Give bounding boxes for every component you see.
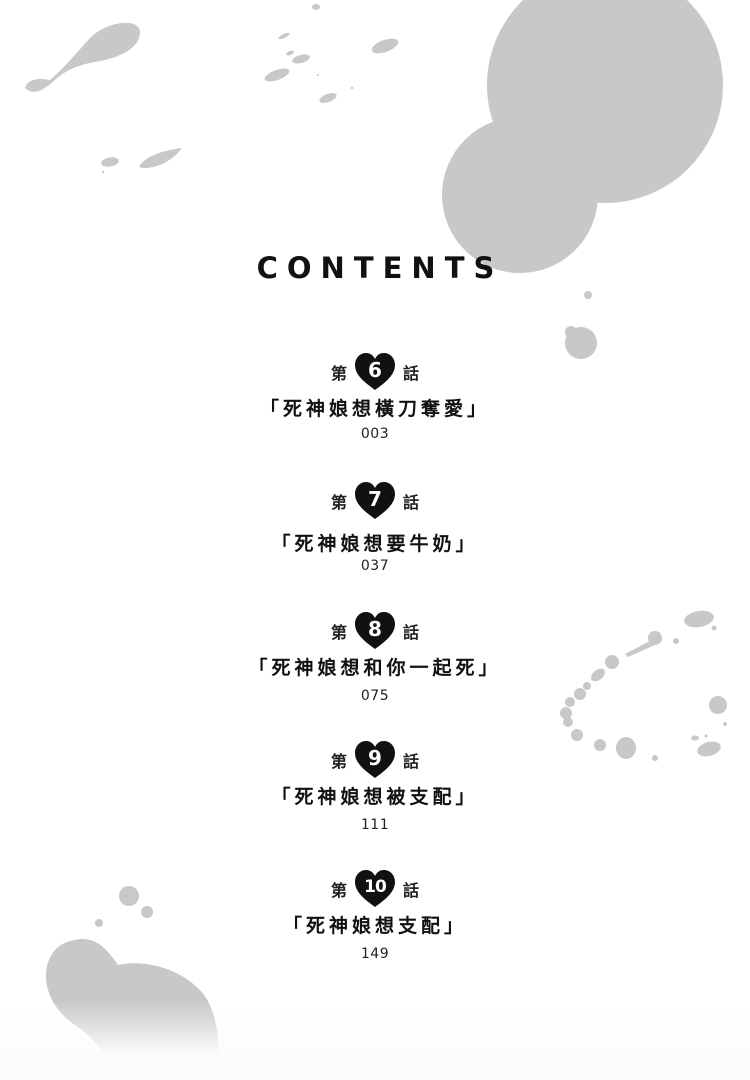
chapter-number-line: 第 9 話 [0,740,750,780]
chapter-page-number: 003 [360,426,390,442]
chapter-suffix: 話 [403,623,420,642]
heart-icon: 10 [353,869,397,909]
chapter-number: 10 [364,877,387,897]
chapter-title: 「死神娘想和你一起死」 [248,657,502,679]
chapter-page-number: 111 [360,817,390,833]
chapter-suffix: 話 [403,364,420,383]
chapter-title: 「死神娘想要牛奶」 [271,533,479,555]
chapter-entry[interactable]: 第 6 話 「死神娘想橫刀奪愛」 003 [0,352,750,442]
chapter-number: 6 [368,358,382,382]
chapter-prefix: 第 [330,364,347,383]
chapter-page-number: 037 [360,558,390,574]
chapter-suffix: 話 [403,752,420,771]
chapter-title: 「死神娘想橫刀奪愛」 [259,398,490,420]
chapter-prefix: 第 [330,623,347,642]
heart-icon: 6 [353,352,397,392]
page-title: CONTENTS [256,251,504,286]
chapter-title: 「死神娘想被支配」 [271,786,479,808]
chapter-entry[interactable]: 第 10 話 「死神娘想支配」 149 [0,869,750,962]
heart-icon: 7 [353,481,397,521]
chapter-number-line: 第 7 話 [0,481,750,521]
heart-icon: 8 [353,611,397,651]
chapter-number-line: 第 10 話 [0,869,750,909]
chapter-number: 8 [368,617,382,641]
chapter-page-number: 075 [360,688,390,704]
chapter-title: 「死神娘想支配」 [282,915,467,937]
chapter-entry[interactable]: 第 9 話 「死神娘想被支配」 111 [0,740,750,833]
heart-icon: 9 [353,740,397,780]
chapter-page-number: 149 [360,946,390,962]
chapter-number: 7 [368,487,382,511]
chapter-prefix: 第 [330,752,347,771]
chapter-number-line: 第 8 話 [0,611,750,651]
chapter-suffix: 話 [403,493,420,512]
chapter-entry[interactable]: 第 7 話 「死神娘想要牛奶」 037 [0,481,750,574]
bottom-fade [0,1000,750,1080]
chapter-entry[interactable]: 第 8 話 「死神娘想和你一起死」 075 [0,611,750,704]
chapter-prefix: 第 [330,881,347,900]
chapter-number: 9 [368,746,382,770]
chapter-prefix: 第 [330,493,347,512]
chapter-suffix: 話 [403,881,420,900]
chapter-number-line: 第 6 話 [0,352,750,392]
